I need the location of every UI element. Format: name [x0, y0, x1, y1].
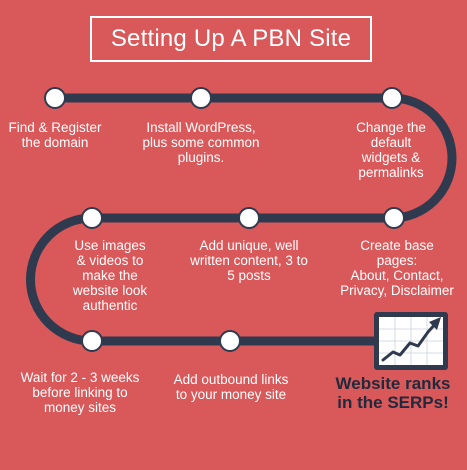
step-node-2 [190, 87, 212, 109]
step-label-4: Create base pages: About, Contact, Priva… [340, 238, 454, 298]
step-node-3 [381, 87, 403, 109]
step-node-5 [238, 207, 260, 229]
final-step-label: Website ranks in the SERPs! [335, 374, 451, 412]
title-box: Setting Up A PBN Site [90, 16, 372, 62]
step-label-8: Add outbound links to your money site [173, 372, 289, 402]
step-label-2: Install WordPress, plus some common plug… [142, 120, 260, 165]
rising-graph-icon [374, 312, 448, 370]
page-title: Setting Up A PBN Site [110, 25, 352, 52]
step-node-8 [219, 330, 241, 352]
step-label-6: Use images & videos to make the website … [72, 238, 148, 313]
step-label-1: Find & Register the domain [8, 120, 102, 150]
step-label-7: Wait for 2 - 3 weeks before linking to m… [20, 370, 140, 415]
step-node-4 [383, 207, 405, 229]
step-label-3: Change the default widgets & permalinks [356, 120, 426, 180]
step-node-6 [81, 207, 103, 229]
step-label-5: Add unique, well written content, 3 to 5… [190, 238, 308, 283]
step-node-7 [81, 330, 103, 352]
step-node-1 [44, 87, 66, 109]
